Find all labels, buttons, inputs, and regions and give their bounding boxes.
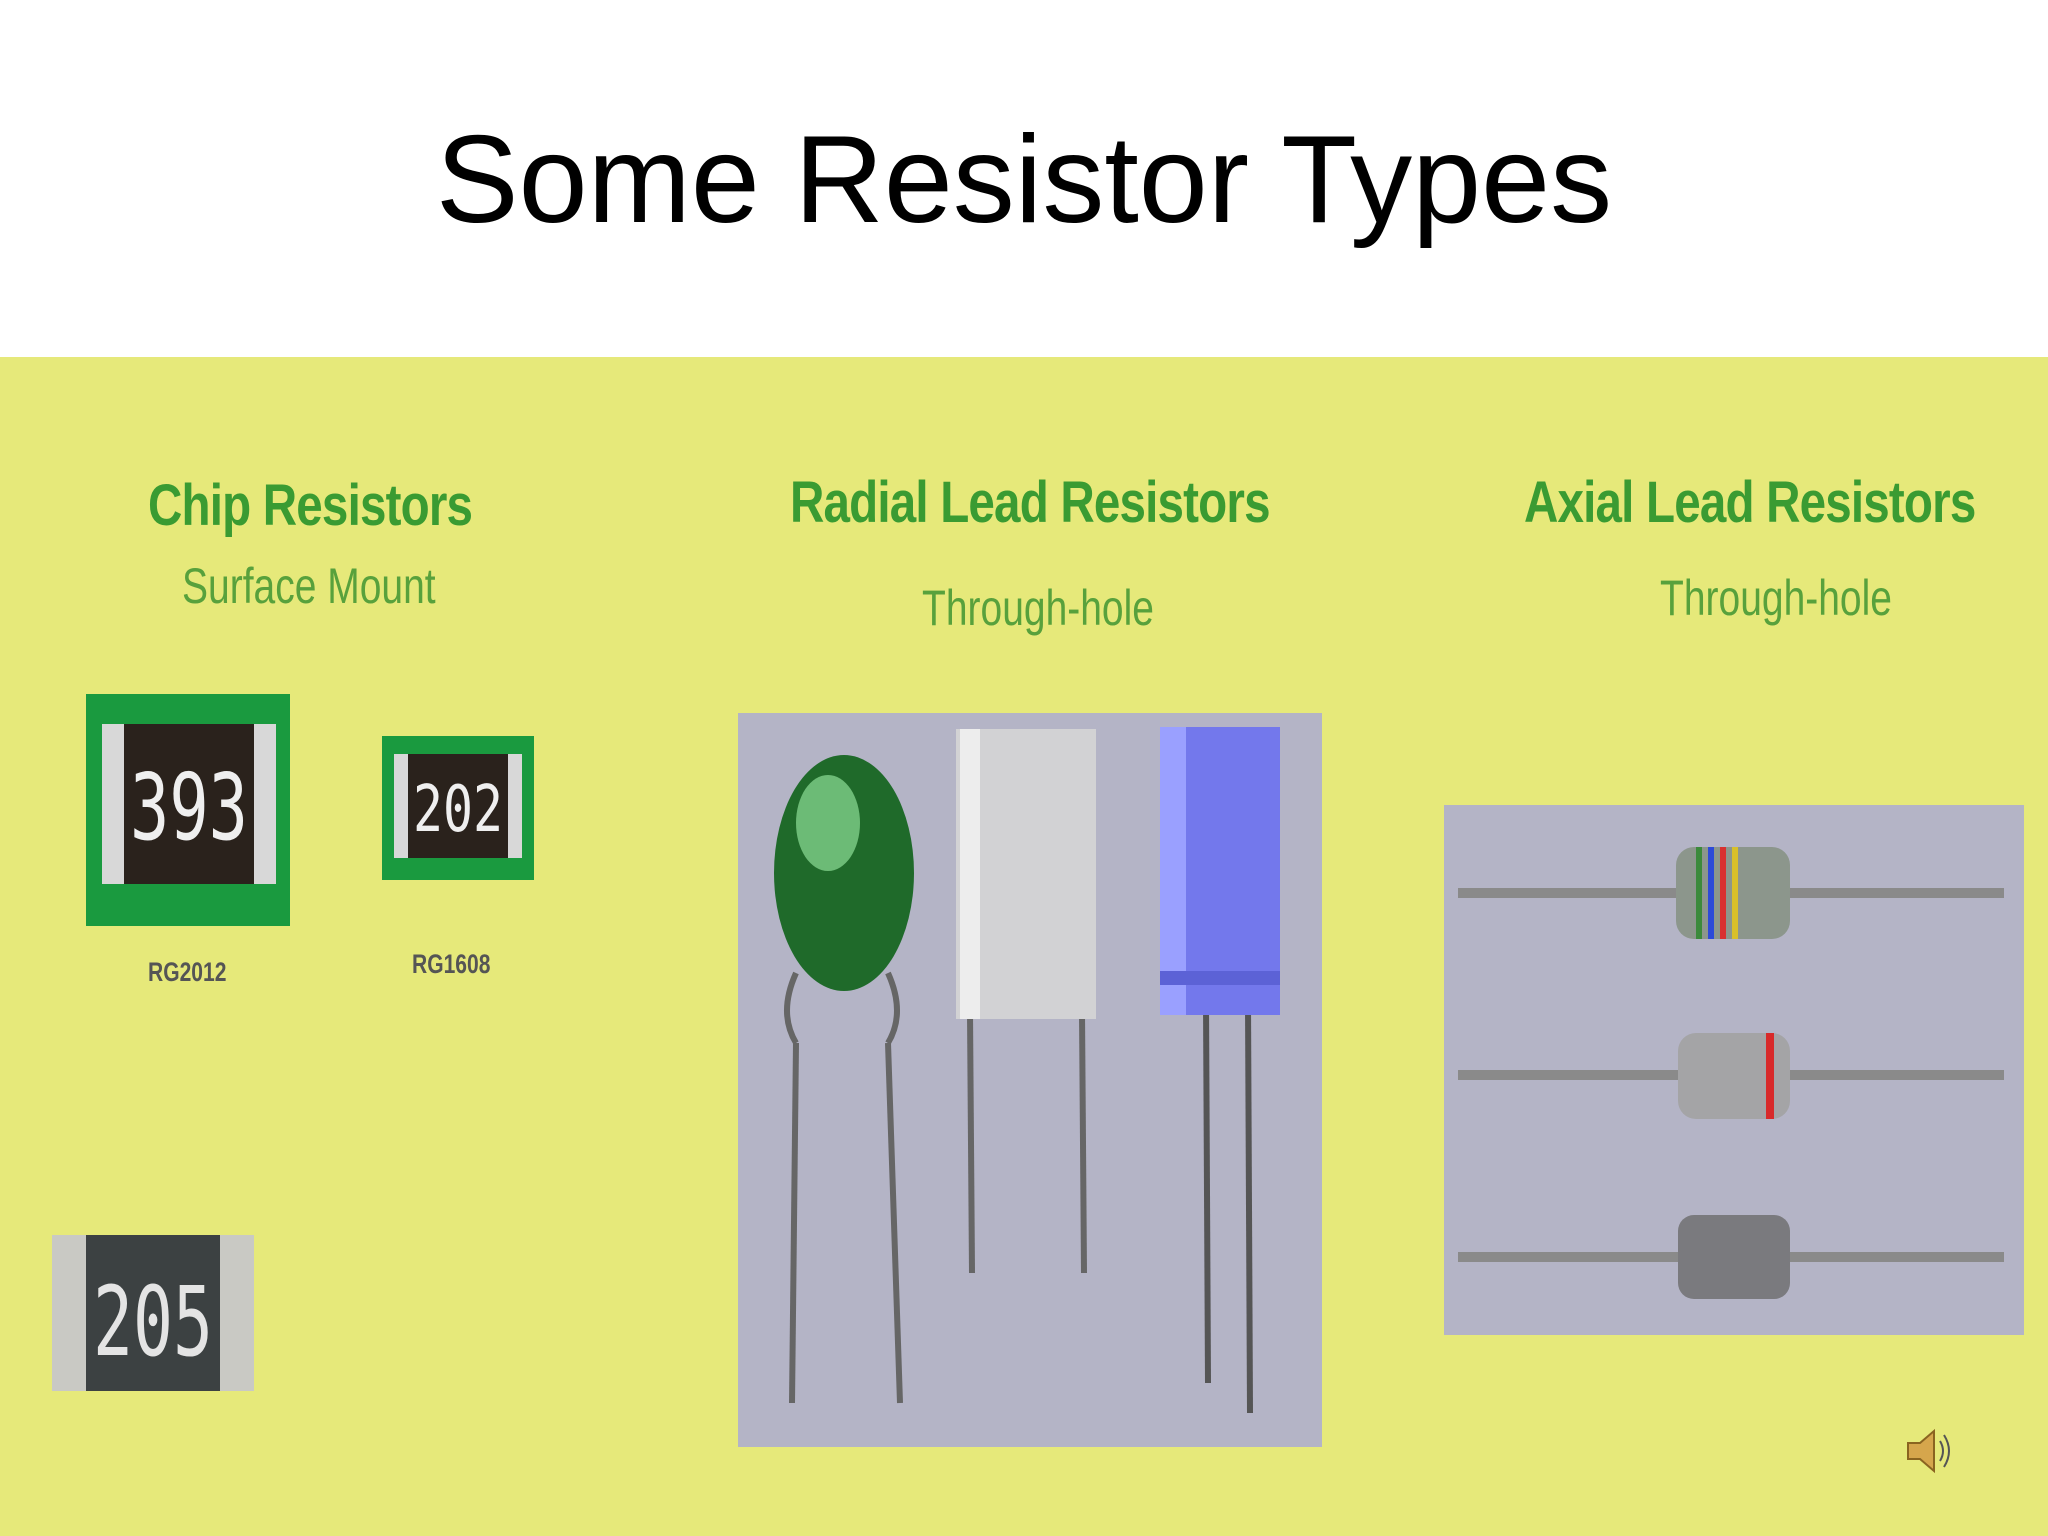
chip-resistor-205-image: 205 [52,1235,254,1391]
radial-lead-illustration [774,727,1280,1414]
chip-label-rg2012: RG2012 [148,957,227,987]
chip-resistor-202-image: 202 [394,754,522,858]
chip-resistors-heading: Chip Resistors [148,473,473,538]
chip-resistor-205: 205 [48,1227,258,1397]
speaker-icon-svg [1907,1428,1950,1474]
chip-code-202: 202 [413,773,503,847]
radial-lead-subheading: Through-hole [922,580,1154,636]
axial-lead-image [1444,805,2024,1335]
axial-lead-subheading: Through-hole [1660,570,1892,626]
chip-code-205: 205 [93,1266,213,1378]
axial-lead-heading: Axial Lead Resistors [1524,470,1976,535]
slide-title: Some Resistor Types [435,111,1613,249]
axial-lead-illustration [1458,847,2004,1299]
chip-resistors-subheading: Surface Mount [182,558,436,614]
chip-resistor-202: 202 [382,736,534,880]
chip-resistor-393: 393 [86,694,290,926]
speaker-icon[interactable] [1904,1423,1956,1479]
chip-code-393: 393 [130,754,248,861]
content-panel: Chip Resistors Surface Mount 393 RG2012 … [0,357,2048,1536]
chip-resistor-393-image: 393 [102,724,276,884]
chip-label-rg1608: RG1608 [412,949,491,979]
radial-lead-heading: Radial Lead Resistors [790,470,1271,535]
radial-lead-image [738,713,1322,1447]
